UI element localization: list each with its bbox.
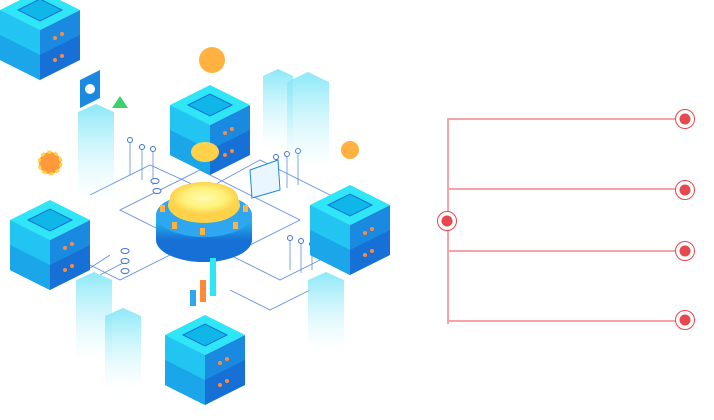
server-left — [9, 199, 91, 291]
branch-node — [675, 180, 695, 200]
bracket-nodes — [437, 109, 695, 330]
lightbulb-icon — [341, 141, 359, 159]
gear-icon — [37, 150, 63, 176]
cloud-icon — [80, 70, 100, 108]
light-columns — [76, 69, 344, 390]
central-platform — [156, 182, 252, 262]
pyramid-icon — [112, 96, 128, 108]
chat-bubble-icon — [199, 47, 225, 73]
server-bottom — [164, 314, 246, 406]
hub-node — [437, 211, 457, 231]
branch-node — [675, 310, 695, 330]
bracket-diagram — [447, 118, 685, 324]
bar-chart-icon — [190, 258, 216, 306]
branch-node — [675, 109, 695, 129]
document-icon — [249, 159, 281, 199]
branch-node — [675, 241, 695, 261]
server-stack — [0, 0, 80, 80]
cloud-upload-icon — [191, 142, 219, 162]
server-right — [309, 184, 391, 276]
server-top — [169, 84, 251, 176]
